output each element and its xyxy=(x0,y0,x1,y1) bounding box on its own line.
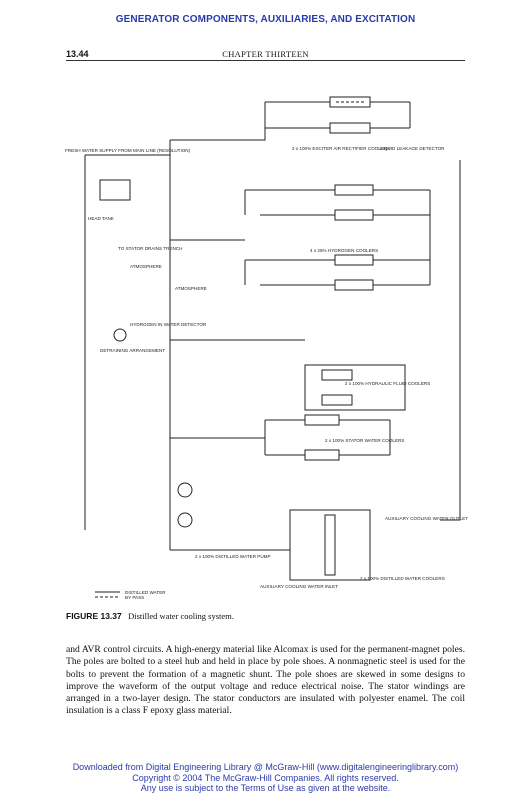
footer-terms-link[interactable]: Any use is subject to the Terms of Use a… xyxy=(140,783,391,794)
hydrogen-coolers xyxy=(170,184,431,291)
label-stator-coolers: 2 x 100% STATOR WATER COOLERS xyxy=(325,438,404,443)
label-dw-coolers: 2 x 100% DISTILLED WATER COOLERS xyxy=(360,576,445,581)
left-return-pipe xyxy=(84,154,170,530)
pump-a xyxy=(177,482,193,498)
label-aux-outlet: AUXILIARY COOLING WATER OUTLET xyxy=(385,516,468,521)
figure-caption-text: Distilled water cooling system. xyxy=(128,611,234,621)
header-rule xyxy=(66,60,465,61)
distilled-water-coolers xyxy=(170,509,371,581)
footer-download-link[interactable]: Downloaded from Digital Engineering Libr… xyxy=(72,762,459,772)
hydraulic-coolers xyxy=(170,339,406,411)
label-aux-inlet: AUXILIARY COOLING WATER INLET xyxy=(260,584,338,589)
label-head-tank: HEAD TANK xyxy=(88,216,115,221)
stator-coolers xyxy=(170,414,391,461)
label-atmosphere-left: ATMOSPHERE xyxy=(130,264,162,269)
running-header: GENERATOR COMPONENTS, AUXILIARIES, AND E… xyxy=(115,14,416,25)
legend-item: BY PASS xyxy=(125,595,144,600)
label-hydrogen-detector: HYDROGEN IN WATER DETECTOR xyxy=(130,322,207,327)
label-atmosphere-mid: ATMOSPHERE xyxy=(175,286,207,291)
label-hydrogen-coolers: 4 x 25% HYDROGEN COOLERS xyxy=(310,248,378,253)
label-freshwater: FRESH WATER SUPPLY FROM MAIN LINE (RESOL… xyxy=(65,148,191,153)
chapter-title: CHAPTER THIRTEEN xyxy=(222,49,309,59)
label-exciter: 2 x 100% EXCITER AIR RECTIFIER COOLERS xyxy=(292,146,390,151)
label-liquid-leakage: LIQUID LEAKAGE DETECTOR xyxy=(380,146,445,151)
right-return-pipe xyxy=(440,160,461,521)
hydrogen-detector xyxy=(113,328,127,342)
head-tank xyxy=(99,179,131,201)
pump-b xyxy=(177,512,193,528)
exciter-coolers xyxy=(170,96,411,141)
page-number: 13.44 xyxy=(66,49,89,59)
label-stator-drains: TO STATOR DRAINS TRENCH xyxy=(118,246,182,251)
cooling-system-diagram: 2 x 100% EXCITER AIR RECTIFIER COOLERS L… xyxy=(65,96,468,600)
body-paragraph: and AVR control circuits. A high-energy … xyxy=(66,644,465,717)
label-pump: 2 x 100% DISTILLED WATER PUMP xyxy=(195,554,271,559)
figure-caption: FIGURE 13.37 Distilled water cooling sys… xyxy=(66,611,234,621)
legend: DISTILLED WATER BY PASS xyxy=(95,590,166,600)
legend-item: DISTILLED WATER xyxy=(125,590,166,595)
footer-copyright: Copyright © 2004 The McGraw-Hill Compani… xyxy=(132,772,399,783)
label-hydraulic: 2 x 100% HYDRAULIC FLUID COOLERS xyxy=(345,381,430,386)
label-detraining: DETRAINING ARRANGEMENT xyxy=(100,348,165,353)
figure-number: FIGURE 13.37 xyxy=(66,611,122,621)
page-footer: Downloaded from Digital Engineering Libr… xyxy=(0,762,531,794)
